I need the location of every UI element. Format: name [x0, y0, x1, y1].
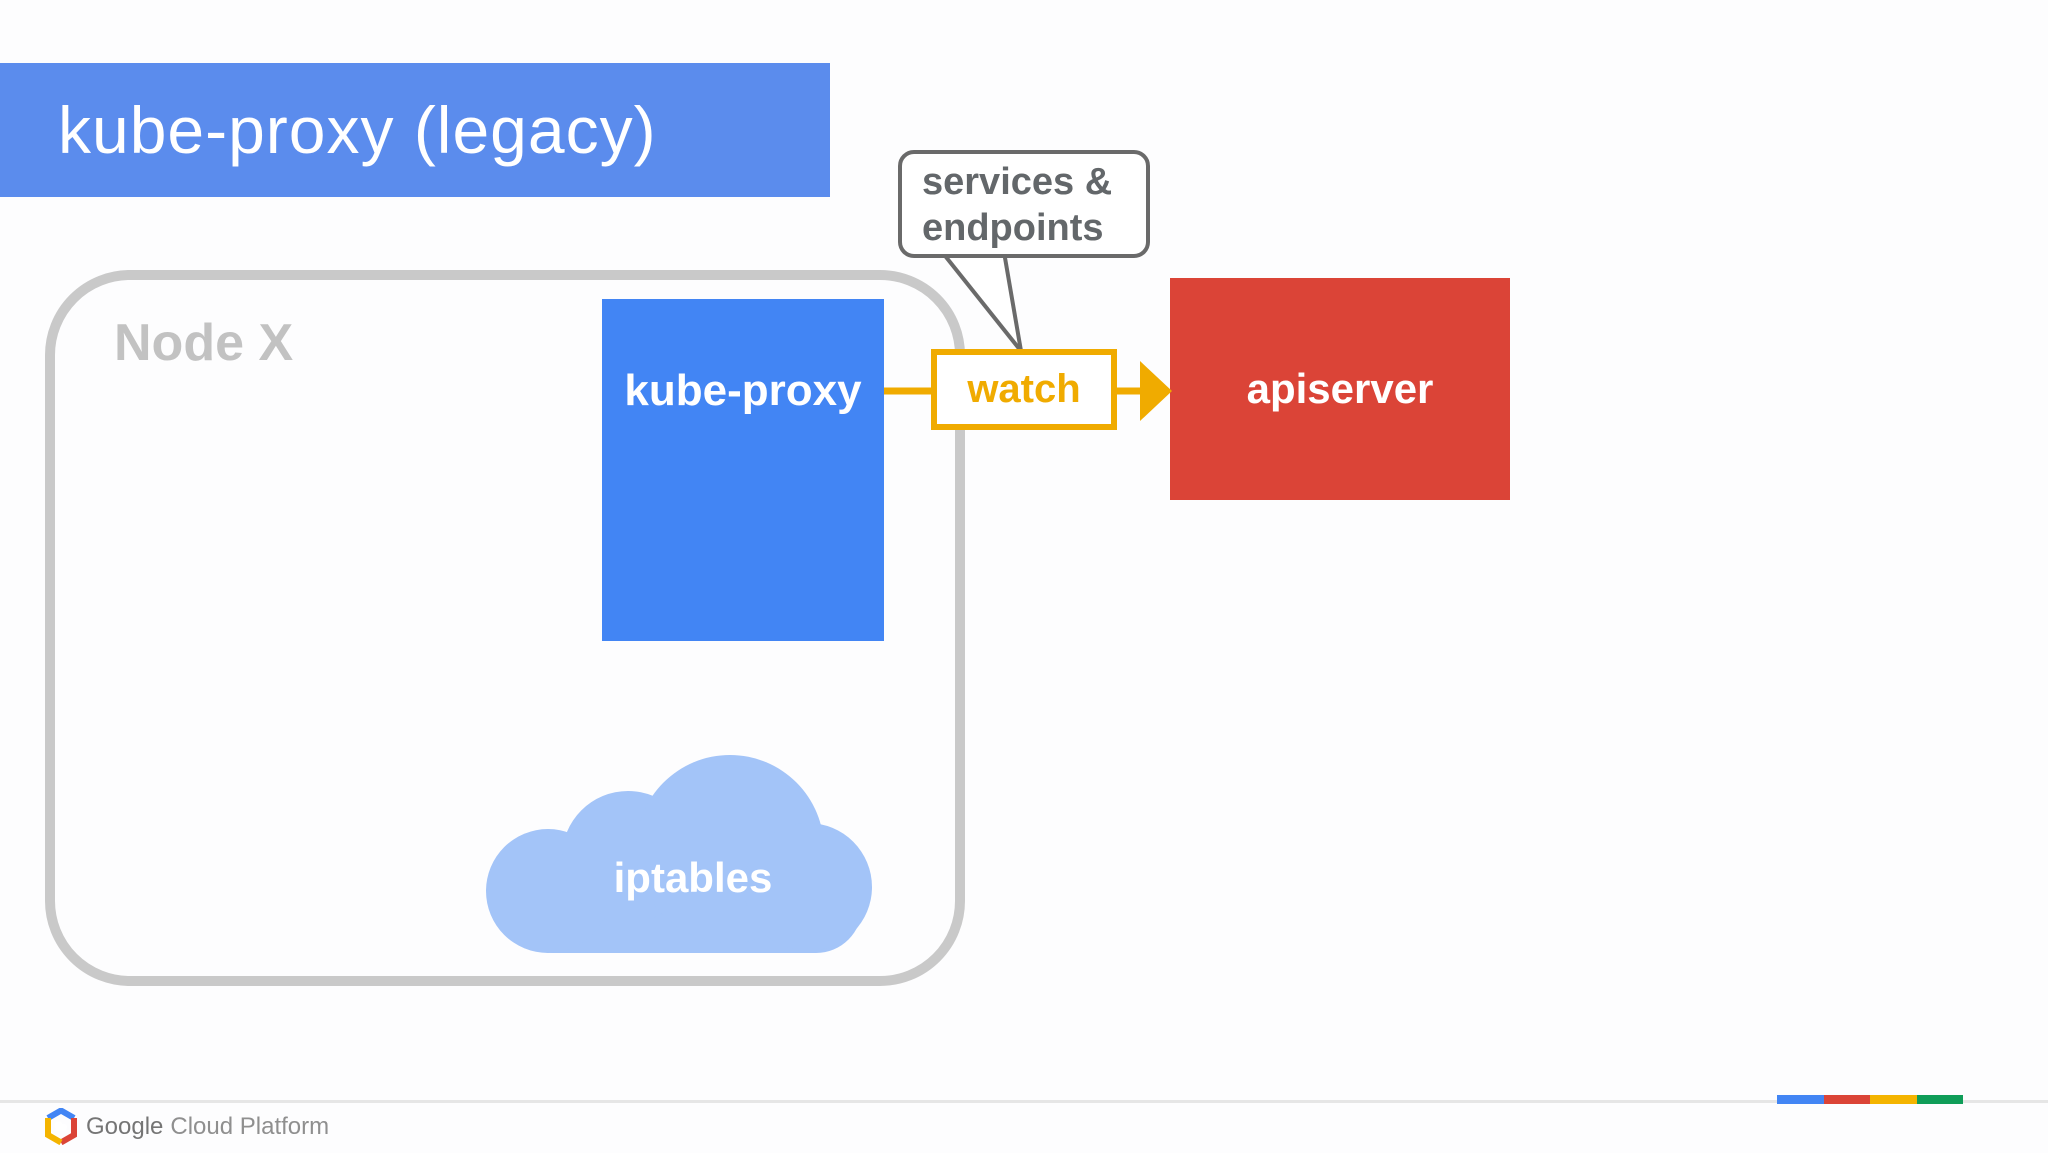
callout-tail-right-edge	[1002, 251, 1023, 352]
brand-cloud-platform-text: Cloud Platform	[170, 1112, 330, 1140]
slide-title: kube-proxy (legacy)	[58, 93, 657, 167]
apiserver-box: apiserver	[1170, 278, 1510, 500]
iptables-cloud-icon	[486, 755, 872, 953]
google-colors-bar	[1777, 1095, 1963, 1104]
callout-line-2: endpoints	[922, 207, 1104, 249]
color-bar-segment-red	[1823, 1095, 1870, 1104]
node-container	[45, 270, 965, 986]
watch-label: watch	[967, 367, 1081, 411]
color-bar-segment-blue	[1777, 1095, 1824, 1104]
kube-proxy-label: kube-proxy	[624, 366, 862, 415]
callout-line-1: services &	[922, 161, 1113, 203]
watch-box: watch	[931, 349, 1117, 430]
color-bar-segment-green	[1916, 1095, 1963, 1104]
brand-google-text: Google	[86, 1112, 164, 1140]
arrowhead-icon	[1140, 361, 1172, 421]
iptables-label: iptables	[613, 854, 773, 901]
footer-divider	[0, 1100, 2048, 1103]
services-endpoints-callout: services & endpoints	[898, 150, 1150, 258]
color-bar-segment-yellow	[1870, 1095, 1917, 1104]
kube-proxy-box: kube-proxy	[602, 299, 884, 641]
apiserver-label: apiserver	[1246, 365, 1434, 412]
gcp-hexagon-logo-icon	[45, 1108, 77, 1145]
node-label: Node X	[114, 314, 294, 372]
brand-lockup: Google Cloud Platform	[86, 1108, 329, 1145]
slide-title-bar: kube-proxy (legacy)	[0, 63, 830, 197]
